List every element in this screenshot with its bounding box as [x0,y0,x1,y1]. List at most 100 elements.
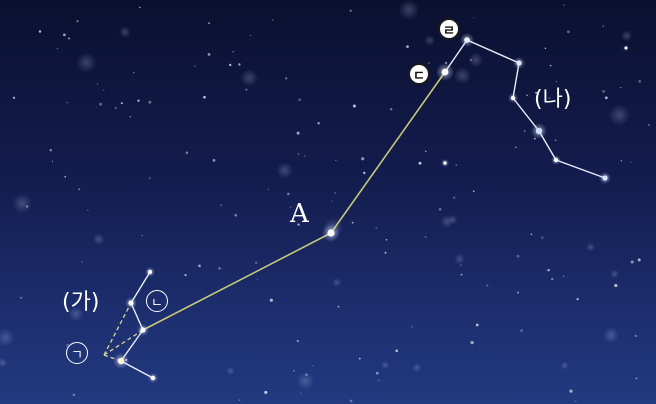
background-star [38,30,42,33]
background-star [87,209,89,211]
background-star [547,268,550,272]
group-na-label: (나) [534,87,572,112]
background-star [304,155,306,157]
background-star [184,274,187,277]
background-star [267,189,270,191]
background-haze [468,52,484,68]
background-star [395,349,399,353]
background-star [334,192,337,194]
background-star [554,139,557,141]
background-star [486,284,489,287]
background-haze [453,66,472,85]
background-star [638,80,642,83]
background-star [292,369,296,372]
background-star [455,164,458,167]
background-star [297,223,300,226]
background-star [337,305,340,308]
background-star [614,283,618,288]
ga-line-1 [130,271,151,304]
background-star [563,275,565,277]
background-haze [226,366,235,376]
star-rieul [460,33,474,47]
background-star [129,116,131,118]
background-star [255,261,258,264]
background-haze [0,357,8,368]
background-star [425,150,427,153]
background-star [473,17,475,19]
background-haze [603,327,619,344]
background-haze [12,193,33,214]
background-star [352,104,356,108]
background-star [198,264,201,268]
background-star [523,130,526,133]
background-star [234,213,238,217]
background-star [149,177,151,179]
background-star [298,98,302,102]
background-star [335,159,337,161]
background-star [148,100,152,104]
star-ga-bottom [148,373,158,383]
background-star [533,137,536,140]
star-na-2 [513,57,525,69]
background-star [66,102,68,104]
background-star [56,47,59,50]
background-haze [447,214,458,225]
background-star [452,196,456,200]
background-haze [610,269,620,279]
background-star [602,25,604,27]
star-na-3 [508,93,518,103]
background-star [375,371,379,375]
background-star [12,96,16,100]
background-star [78,188,81,191]
group-ga-label: (가) [62,290,100,315]
background-star [25,205,29,208]
background-star [526,94,528,97]
marker-giyeok-label: ㄱ [66,342,88,364]
background-star [549,64,552,67]
background-star [220,204,222,206]
background-star [418,161,422,165]
marker-nieun-label: ㄴ [146,290,168,312]
background-star [72,393,76,397]
background-star [185,151,189,154]
background-star [250,34,252,37]
background-haze [412,363,422,373]
na-line-2 [466,39,520,64]
background-star [141,234,144,237]
background-star [264,390,268,394]
background-star [541,236,544,239]
background-star [20,296,23,299]
background-star [238,399,241,402]
background-star [563,4,565,6]
background-star [208,22,211,25]
background-haze [608,104,631,126]
marker-digeut-label: ㄷ [408,63,430,85]
background-star [634,334,637,338]
star-giyeok [113,353,129,369]
dashed-line-1 [103,302,132,356]
background-star [296,339,299,343]
background-star [428,62,430,65]
background-star [351,221,354,224]
background-haze [240,69,259,87]
background-star [49,148,53,152]
background-haze [76,52,97,73]
background-star [411,325,414,328]
star-nieun [125,297,137,309]
background-star [203,95,206,99]
background-star [470,341,474,345]
background-star [63,33,66,37]
background-star [424,236,427,239]
background-haze [68,306,84,322]
star-lone-right [623,45,629,51]
background-star [520,329,523,332]
key-stars [113,33,629,383]
background-star [207,52,211,56]
background-star [120,102,123,105]
star-na-6 [599,172,611,184]
background-haze [560,361,569,370]
background-star [331,200,333,202]
star-a-label: A [290,199,309,229]
